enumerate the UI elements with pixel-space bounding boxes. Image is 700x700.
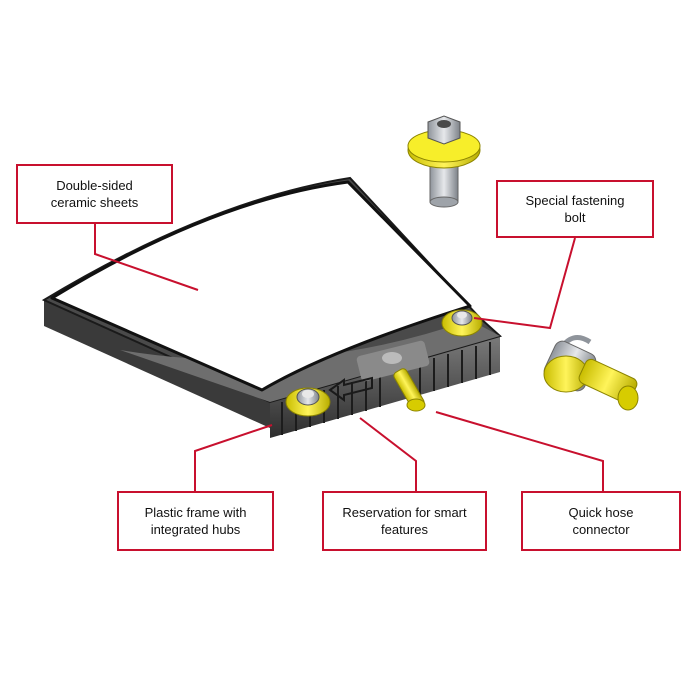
direction-arrow — [328, 376, 373, 402]
fastening-bolt-icon — [407, 115, 481, 208]
callout-smart-features-text: Reservation for smart features — [342, 505, 467, 537]
plate-assembly-icon — [41, 176, 503, 438]
leader-hose-connector — [435, 411, 604, 491]
leader-lines — [94, 224, 604, 491]
right-hub — [441, 309, 483, 337]
hose-connector-icon — [543, 335, 639, 411]
frame-front-wall — [270, 336, 500, 438]
callout-smart-features: Reservation for smart features — [322, 491, 487, 551]
callout-plastic-frame: Plastic frame with integrated hubs — [117, 491, 274, 551]
callout-ceramic-sheets-text: Double-sided ceramic sheets — [50, 178, 139, 210]
callout-plastic-frame-text: Plastic frame with integrated hubs — [144, 505, 247, 537]
leader-smart-features — [359, 417, 417, 491]
callout-fastening-bolt: Special fastening bolt — [496, 180, 654, 238]
callout-fastening-bolt-text: Special fastening bolt — [525, 193, 625, 225]
ceramic-sheet — [50, 180, 472, 392]
callout-hose-connector: Quick hose connector — [521, 491, 681, 551]
frame-thickness — [44, 300, 270, 428]
callout-ceramic-sheets: Double-sided ceramic sheets — [16, 164, 173, 224]
leader-plastic-frame — [194, 424, 273, 491]
leader-ceramic-sheets — [94, 224, 199, 291]
callout-hose-connector-text: Quick hose connector — [568, 505, 634, 537]
left-hub — [285, 387, 331, 417]
plate-hose-nozzle — [393, 368, 426, 412]
leader-fastening-bolt — [473, 237, 576, 330]
